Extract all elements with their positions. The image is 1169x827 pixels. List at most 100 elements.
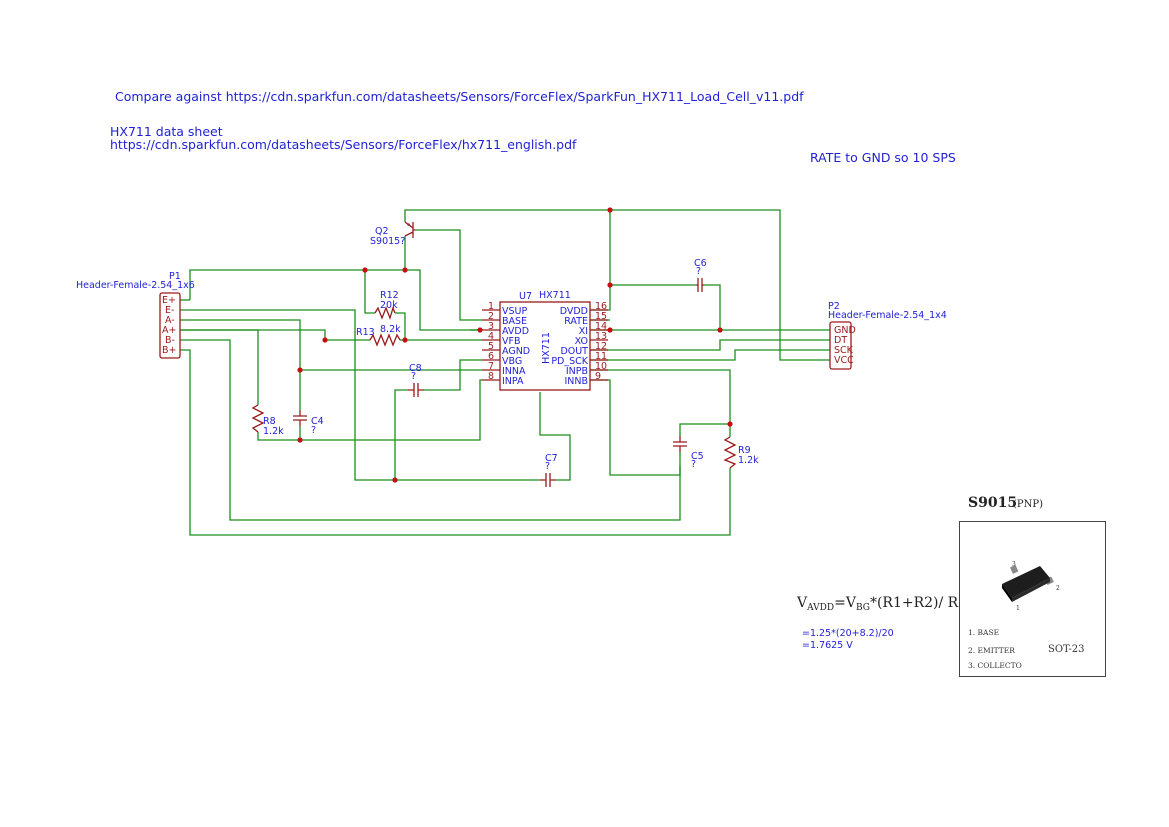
c6-ref: C6 — [694, 258, 707, 269]
u7-value: HX711 — [539, 290, 571, 301]
u7-pin-8-name: INPA — [502, 376, 524, 387]
u7-pin-1-num: 1 — [488, 301, 494, 312]
p1-pin-6: B+ — [162, 345, 176, 356]
c8-value: ? — [411, 371, 416, 382]
c6-capacitor: C6 ? — [694, 258, 707, 292]
c7-capacitor: C7 ? — [540, 453, 558, 487]
datasheet-url: https://cdn.sparkfun.com/datasheets/Sens… — [110, 137, 577, 152]
package-pin2: 2. EMITTER — [968, 646, 1015, 655]
u7-pin-7-name: INNA — [502, 366, 526, 377]
formula-v: V — [796, 595, 808, 611]
u7-pin-9-name: INNB — [564, 376, 588, 387]
sot23-icon: 3 2 1 — [1002, 561, 1060, 612]
c7-value: ? — [545, 461, 550, 472]
u7-pin-16-name: DVDD — [560, 306, 588, 317]
r13-value: 8.2k — [380, 324, 401, 335]
r12-resistor: R12 20k — [374, 290, 399, 320]
package-pin1: 1. BASE — [968, 628, 1000, 637]
p1-pin-3: A- — [165, 315, 175, 326]
u7-pin-2-num: 2 — [488, 311, 494, 322]
formula-line1: =1.25*(20+8.2)/20 — [802, 628, 894, 639]
p1-ref: P1 — [169, 271, 181, 282]
u7-pin-16-num: 16 — [595, 301, 607, 312]
u7-pin-1-name: VSUP — [502, 306, 527, 317]
datasheet-title: HX711 data sheet — [110, 124, 223, 139]
p2-pin-4: VCC — [834, 355, 854, 366]
p1-value: Header-Female-2.54_1x6 — [76, 280, 195, 291]
junctions — [297, 207, 733, 483]
u7-pin-4-name: VFB — [502, 336, 520, 347]
c5-value: ? — [691, 459, 696, 470]
package-type: (PNP) — [1013, 499, 1043, 510]
r12-ref: R12 — [380, 290, 399, 301]
p1-pin-1: E+ — [162, 295, 176, 306]
r9-resistor: R9 1.2k — [723, 436, 759, 469]
u7-pin-12-name: DOUT — [560, 346, 588, 357]
formula-eq: =V — [834, 595, 857, 611]
u7-pin-3-name: AVDD — [502, 326, 529, 337]
package-reference-box: 3 2 1 1. BASE 2. EMITTER 3. COLLECTO SOT… — [959, 521, 1106, 677]
u7-pin-2-name: BASE — [502, 316, 527, 327]
p2-pin-2: DT — [834, 335, 847, 346]
c7-ref: C7 — [545, 453, 558, 464]
package-pin3: 3. COLLECTO — [968, 661, 1022, 670]
p2-value: Header-Female-2.54_1x4 — [828, 310, 947, 321]
u7-pin-14-name: XI — [579, 326, 588, 337]
u7-pin-9-num: 9 — [595, 371, 601, 382]
u7-pin-15-num: 15 — [595, 311, 607, 322]
package-title: S9015 — [968, 495, 1017, 511]
p2-connector: P2 Header-Female-2.54_1x4 GND DT SCK VCC — [828, 301, 947, 370]
p1-pin-2: E- — [165, 305, 174, 316]
compare-note: Compare against https://cdn.sparkfun.com… — [115, 89, 804, 104]
c4-capacitor: C4 ? — [293, 410, 324, 436]
c5-capacitor: C5 ? — [673, 436, 704, 470]
u7-pin-5-name: AGND — [502, 346, 530, 357]
formula-line2: =1.7625 V — [802, 640, 853, 651]
u7-pin-4-num: 4 — [488, 331, 494, 342]
u7-body-label: HX711 — [541, 332, 552, 364]
q2-transistor: Q2 S9015? — [370, 221, 415, 247]
c4-value: ? — [311, 425, 316, 436]
rate-note: RATE to GND so 10 SPS — [810, 150, 956, 165]
lead-label-2: 2 — [1056, 585, 1060, 592]
wires — [180, 209, 830, 536]
c5-ref: C5 — [691, 451, 704, 462]
r8-value: 1.2k — [263, 426, 284, 437]
q2-ref: Q2 — [375, 226, 389, 237]
r13-ref: R13 — [356, 327, 375, 338]
u7-pin-13-num: 13 — [595, 331, 607, 342]
u7-pin-6-name: VBG — [502, 356, 522, 367]
u7-pin-5-num: 5 — [488, 341, 494, 352]
svg-text:VAVDD=VBG*(R1+R2)/ R1: VAVDD=VBG*(R1+R2)/ R1 — [796, 595, 967, 613]
u7-pin-3-num: 3 — [488, 321, 494, 332]
u7-pin-10-num: 10 — [595, 361, 607, 372]
r13-resistor: R13 8.2k — [356, 324, 401, 347]
u7-pin-8-num: 8 — [488, 371, 494, 382]
p2-pin-3: SCK — [834, 345, 854, 356]
u7-pin-14-num: 14 — [595, 321, 607, 332]
u7-pin-6-num: 6 — [488, 351, 494, 362]
avdd-formula: VAVDD=VBG*(R1+R2)/ R1 =1.25*(20+8.2)/20 … — [796, 595, 967, 651]
p1-pin-4: A+ — [162, 325, 176, 336]
c6-value: ? — [696, 266, 701, 277]
lead-label-1: 1 — [1016, 605, 1020, 612]
p2-ref: P2 — [828, 301, 840, 312]
u7-pin-11-name: PD_SCK — [551, 356, 588, 367]
u7-pin-7-num: 7 — [488, 361, 494, 372]
lead-label-3: 3 — [1012, 561, 1016, 568]
c8-capacitor: C8 ? — [408, 363, 424, 397]
p1-pin-5: B- — [165, 335, 175, 346]
u7-pin-13-name: XO — [575, 336, 588, 347]
formula-bg-sub: BG — [856, 603, 870, 613]
u7-pin-12-num: 12 — [595, 341, 607, 352]
u7-ref: U7 — [519, 291, 532, 302]
r8-ref: R8 — [263, 416, 276, 427]
package-name: SOT-23 — [1048, 644, 1085, 655]
p2-pin-1: GND — [834, 325, 856, 336]
r9-value: 1.2k — [738, 455, 759, 466]
r12-value: 20k — [380, 300, 398, 311]
c4-ref: C4 — [311, 416, 324, 427]
u7-hx711-chip: U7 HX711 HX711 1 2 3 4 5 6 7 8 VSUP BASE… — [482, 290, 608, 391]
q2-value: S9015? — [370, 236, 405, 247]
